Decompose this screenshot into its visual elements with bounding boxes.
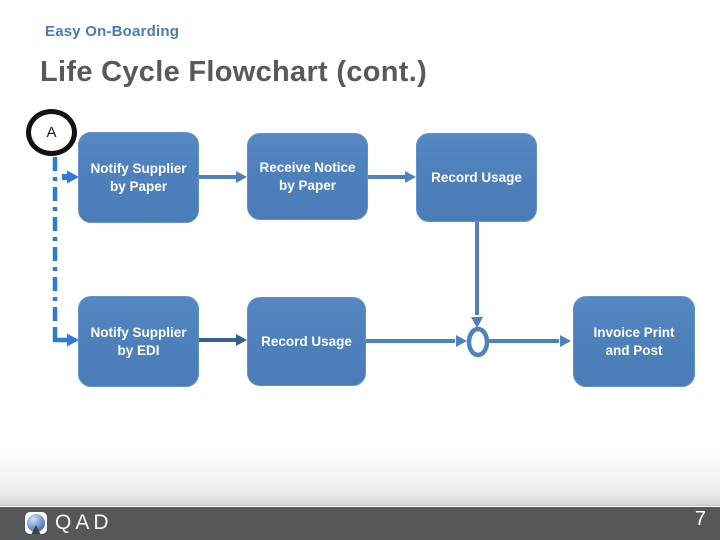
slide-kicker: Easy On-Boarding bbox=[45, 23, 180, 40]
arrow-edi-to-record bbox=[199, 334, 247, 346]
flow-box-notify-supplier-paper: Notify Supplier by Paper bbox=[78, 132, 199, 223]
page-title: Life Cycle Flowchart (cont.) bbox=[40, 56, 428, 88]
flow-box-receive-notice-paper: Receive Notice by Paper bbox=[247, 133, 368, 220]
qad-logo-text: QAD bbox=[55, 511, 113, 534]
flow-box-notify-supplier-edi: Notify Supplier by EDI bbox=[78, 296, 199, 387]
arrow-merge-to-invoice bbox=[489, 335, 571, 347]
arrow-record-bottom-to-merge bbox=[366, 335, 467, 347]
flow-box-record-usage-top: Record Usage bbox=[416, 133, 537, 222]
flow-box-record-usage-bottom: Record Usage bbox=[247, 297, 366, 386]
footer-gradient-strip bbox=[0, 450, 720, 506]
merge-circle bbox=[466, 326, 490, 358]
arrow-paper-to-receive bbox=[199, 171, 247, 183]
arrow-receive-to-record bbox=[368, 171, 416, 183]
flow-box-invoice-print-post: Invoice Print and Post bbox=[573, 296, 695, 387]
footer-bar bbox=[0, 507, 720, 540]
arrow-record-top-to-merge bbox=[471, 222, 483, 328]
dashed-connector-from-a bbox=[52, 157, 79, 347]
qad-logo: QAD bbox=[25, 511, 113, 535]
off-page-connector-a: A bbox=[26, 109, 77, 156]
page-number: 7 bbox=[694, 508, 706, 530]
qad-logo-icon bbox=[25, 512, 47, 534]
qad-logo-mountain-notch bbox=[31, 525, 41, 534]
off-page-connector-label: A bbox=[46, 124, 57, 141]
